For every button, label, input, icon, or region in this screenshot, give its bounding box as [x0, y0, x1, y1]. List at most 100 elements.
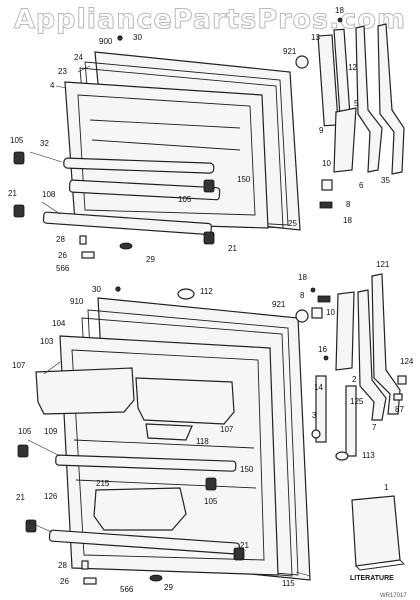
part-3[interactable] — [311, 429, 321, 439]
part-29-upper[interactable] — [119, 242, 133, 250]
freezer-shelf-bar[interactable] — [63, 157, 215, 174]
callout: 10 — [322, 159, 331, 168]
callout: 21 — [16, 493, 25, 502]
freezer-hinge[interactable] — [333, 107, 357, 173]
part-29-lower[interactable] — [149, 574, 163, 582]
screw-16[interactable] — [323, 355, 329, 361]
callout: 150 — [240, 465, 254, 474]
callout: 104 — [52, 319, 66, 328]
part-921-upper[interactable] — [295, 55, 309, 69]
callout: 14 — [314, 383, 323, 392]
callout: 28 — [58, 561, 67, 570]
callout: 105 — [204, 497, 218, 506]
callout: 1 — [384, 483, 389, 492]
screw-18-upper[interactable] — [337, 17, 343, 23]
callout: 21 — [8, 189, 17, 198]
screw-30-upper[interactable] — [117, 35, 123, 41]
callout: 112 — [200, 287, 213, 296]
callout: 105 — [18, 427, 32, 436]
callout: 566 — [120, 585, 134, 594]
part-10-lower[interactable] — [311, 307, 323, 319]
callout: 2 — [352, 375, 357, 384]
callout: 9 — [319, 126, 324, 135]
callout: 566 — [56, 264, 70, 273]
bar-clip-21[interactable] — [233, 547, 245, 561]
shelf-clip-right[interactable] — [203, 179, 215, 193]
shelf-clip-109[interactable] — [17, 444, 29, 458]
callout: 13 — [311, 33, 320, 42]
bar-clip-right[interactable] — [203, 231, 215, 245]
screw-18-lower[interactable] — [310, 287, 316, 293]
callout: 6 — [359, 181, 364, 190]
callout: 18 — [343, 216, 352, 225]
callout: 25 — [288, 219, 297, 228]
part-26-lower[interactable] — [83, 577, 97, 585]
callout: 124 — [400, 357, 414, 366]
callout: 921 — [283, 47, 297, 56]
callout: 107 — [12, 361, 26, 370]
freezer-handle-35[interactable] — [377, 23, 405, 175]
callout: 900 — [99, 37, 113, 46]
part-28-lower[interactable] — [81, 560, 89, 570]
egg-tray[interactable] — [145, 423, 193, 441]
freezer-handle-mount[interactable] — [317, 34, 339, 127]
callout: 115 — [282, 579, 295, 588]
callout-labels: 18 900 30 24 921 13 12 23 4 5 9 105 32 1… — [8, 6, 414, 599]
callout: 3 — [312, 411, 317, 420]
callout: 125 — [350, 397, 364, 406]
callout: 118 — [196, 437, 209, 446]
freezer-lower-bar[interactable] — [42, 211, 212, 236]
freezer-door-liner[interactable] — [64, 81, 269, 229]
part-28-upper[interactable] — [79, 235, 87, 245]
callout: 30 — [133, 33, 142, 42]
shelf-clip-105[interactable] — [205, 477, 217, 491]
callout: 108 — [42, 190, 56, 199]
callout: 21 — [228, 244, 237, 253]
part-10-upper[interactable] — [321, 179, 333, 191]
callout: 103 — [40, 337, 54, 346]
callout: 107 — [220, 425, 234, 434]
callout: 7 — [372, 423, 377, 432]
shelf-clip-left[interactable] — [13, 151, 25, 165]
literature-booklet[interactable] — [351, 495, 401, 567]
callout: 109 — [44, 427, 58, 436]
fresh-food-strip-125[interactable] — [345, 385, 357, 457]
part-87[interactable] — [393, 393, 403, 401]
part-124[interactable] — [397, 375, 407, 385]
callout: 28 — [56, 235, 65, 244]
callout: 150 — [237, 175, 251, 184]
footer-code: WR17017 — [380, 593, 407, 599]
part-26-upper[interactable] — [81, 251, 95, 259]
part-8-lower[interactable] — [317, 295, 331, 303]
part-921-lower[interactable] — [295, 309, 309, 323]
callout: 105 — [178, 195, 192, 204]
callout: 32 — [40, 139, 49, 148]
callout: 35 — [381, 176, 390, 185]
door-bin-215[interactable] — [93, 487, 187, 531]
dairy-bin-left[interactable] — [35, 367, 135, 415]
fresh-food-handle-7[interactable] — [357, 289, 387, 421]
fresh-food-strip-14[interactable] — [315, 375, 327, 443]
callout: 16 — [318, 345, 327, 354]
freezer-door-assembly — [13, 17, 405, 259]
freezer-door-shelf[interactable] — [68, 179, 221, 201]
part-8-upper[interactable] — [319, 201, 333, 209]
part-113[interactable] — [335, 451, 349, 461]
dairy-bin-right[interactable] — [135, 377, 235, 425]
fresh-food-handle-121[interactable] — [371, 273, 401, 415]
callout: 4 — [50, 81, 55, 90]
fresh-food-shelf-109[interactable] — [55, 454, 237, 472]
screw-30-lower[interactable] — [115, 286, 121, 292]
freezer-handle-6[interactable] — [355, 25, 383, 173]
callout: 24 — [74, 53, 83, 62]
bar-clip-126[interactable] — [25, 519, 37, 533]
callout: 113 — [362, 451, 375, 460]
callout: 121 — [376, 260, 390, 269]
callout: 910 — [70, 297, 84, 306]
callout: 23 — [58, 67, 67, 76]
fresh-food-hinge[interactable] — [335, 291, 355, 371]
callout: 10 — [326, 308, 335, 317]
bar-clip-left[interactable] — [13, 204, 25, 218]
part-112[interactable] — [177, 288, 195, 300]
